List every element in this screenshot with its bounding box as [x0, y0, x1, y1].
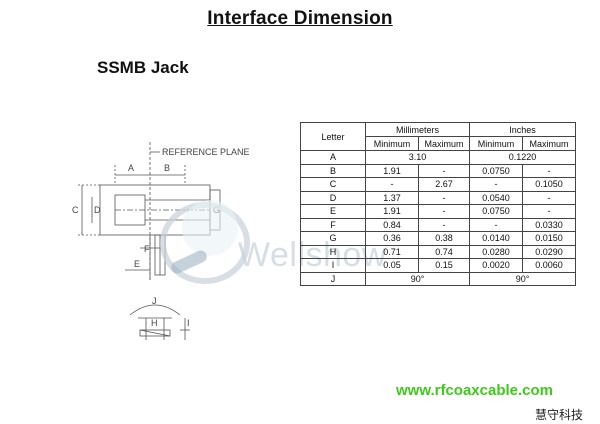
table-cell-letter: H: [300, 244, 366, 259]
dim-label-c: C: [72, 205, 79, 215]
dim-label-d: D: [94, 205, 101, 215]
table-cell-mm-max: -: [418, 217, 470, 232]
table-cell-mm-min: -: [365, 177, 419, 192]
table-cell-mm-max: -: [418, 163, 470, 178]
table-cell-mm-min: 90°: [365, 271, 470, 286]
dimension-table: Letter Millimeters Inches Minimum Maximu…: [300, 122, 576, 286]
table-cell-in-max: 0.0330: [522, 217, 576, 232]
table-cell-mm-max: -: [418, 190, 470, 205]
table-cell-in-min: -: [469, 217, 523, 232]
in-min-header: Minimum: [469, 136, 523, 151]
website-url[interactable]: www.rfcoaxcable.com: [396, 382, 554, 399]
table-cell-letter: D: [300, 190, 366, 205]
table-cell-letter: I: [300, 258, 366, 273]
table-cell-mm-min: 0.05: [365, 258, 419, 273]
inches-header: Inches: [469, 122, 576, 137]
table-cell-letter: C: [300, 177, 366, 192]
table-cell-mm-max: -: [418, 204, 470, 219]
table-cell-in-max: 0.0290: [522, 244, 576, 259]
dim-label-i: I: [187, 318, 190, 328]
table-cell-letter: A: [300, 150, 366, 165]
connector-name: SSMB Jack: [97, 58, 189, 77]
table-cell-in-min: 0.0540: [469, 190, 523, 205]
table-cell-mm-max: 2.67: [418, 177, 470, 192]
table-cell-in-min: 0.0750: [469, 204, 523, 219]
table-cell-in-min: 0.0140: [469, 231, 523, 246]
table-cell-letter: B: [300, 163, 366, 178]
table-cell-mm-min: 0.36: [365, 231, 419, 246]
table-cell-mm-min: 1.91: [365, 163, 419, 178]
dim-label-a: A: [128, 163, 134, 173]
dim-label-b: B: [164, 163, 170, 173]
table-cell-in-max: 0.0060: [522, 258, 576, 273]
table-cell-in-max: -: [522, 163, 576, 178]
table-cell-mm-max: 0.74: [418, 244, 470, 259]
dim-label-h: H: [151, 318, 158, 328]
table-cell-in-min: 0.0020: [469, 258, 523, 273]
table-cell-in-min: -: [469, 177, 523, 192]
letter-header: Letter: [300, 122, 366, 151]
brand-name: 慧守科技: [535, 408, 584, 422]
millimeters-header: Millimeters: [365, 122, 470, 137]
table-cell-mm-max: 0.38: [418, 231, 470, 246]
table-cell-in-min: 90°: [469, 271, 576, 286]
table-cell-letter: J: [300, 271, 366, 286]
watermark-logo-icon: [160, 200, 250, 284]
table-cell-letter: F: [300, 217, 366, 232]
table-cell-in-min: 0.1220: [469, 150, 576, 165]
table-cell-mm-min: 0.71: [365, 244, 419, 259]
table-cell-letter: G: [300, 231, 366, 246]
reference-plane-label: REFERENCE PLANE: [162, 147, 250, 157]
table-cell-in-max: -: [522, 204, 576, 219]
dim-label-e: E: [134, 259, 140, 269]
table-row: C-2.67-0.1050: [300, 177, 576, 192]
mm-min-header: Minimum: [365, 136, 419, 151]
table-cell-in-min: 0.0750: [469, 163, 523, 178]
in-max-header: Maximum: [522, 136, 576, 151]
table-cell-mm-min: 0.84: [365, 217, 419, 232]
dim-label-j: J: [152, 296, 157, 306]
table-cell-mm-min: 3.10: [365, 150, 470, 165]
table-cell-letter: E: [300, 204, 366, 219]
table-cell-in-max: 0.0150: [522, 231, 576, 246]
table-cell-in-max: 0.1050: [522, 177, 576, 192]
table-cell-in-min: 0.0280: [469, 244, 523, 259]
table-cell-in-max: -: [522, 190, 576, 205]
table-cell-mm-max: 0.15: [418, 258, 470, 273]
page-title: Interface Dimension: [207, 8, 393, 29]
table-cell-mm-min: 1.37: [365, 190, 419, 205]
dim-label-f: F: [144, 244, 150, 254]
table-cell-mm-min: 1.91: [365, 204, 419, 219]
mm-max-header: Maximum: [418, 136, 470, 151]
